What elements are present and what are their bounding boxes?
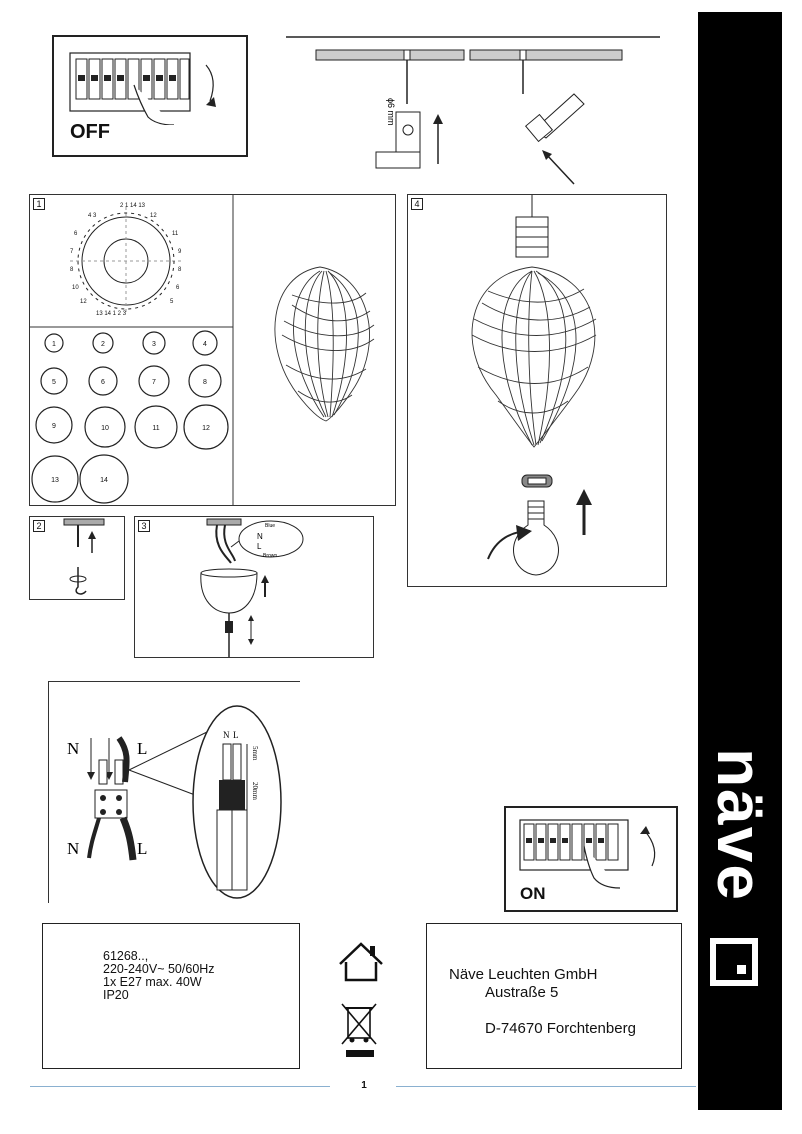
spec-model: 61268.., xyxy=(103,949,149,963)
hook-install-illustration xyxy=(63,518,105,595)
svg-text:13 14 1 2 3: 13 14 1 2 3 xyxy=(96,311,127,317)
svg-text:7: 7 xyxy=(70,249,74,255)
spec-box: 61268.., 220-240V~ 50/60Hz 1x E27 max. 4… xyxy=(42,923,300,1069)
company-street: Austraße 5 xyxy=(485,984,559,1001)
breaker-off-illustration xyxy=(69,52,216,125)
svg-text:5: 5 xyxy=(170,299,174,305)
page-number: 1 xyxy=(361,1080,367,1091)
svg-text:4: 4 xyxy=(203,341,207,348)
svg-text:Blue: Blue xyxy=(265,523,275,529)
svg-text:10: 10 xyxy=(72,285,79,291)
svg-text:5: 5 xyxy=(52,379,56,386)
svg-text:L: L xyxy=(233,730,239,740)
footer-line-right xyxy=(396,1086,696,1087)
svg-text:10: 10 xyxy=(101,425,109,432)
svg-text:5mm: 5mm xyxy=(251,746,259,761)
indoor-use-icon xyxy=(330,932,392,992)
svg-text:3: 3 xyxy=(152,341,156,348)
svg-text:7: 7 xyxy=(152,379,156,386)
spec-voltage: 220-240V~ 50/60Hz xyxy=(103,962,215,976)
on-label: ON xyxy=(520,884,546,903)
svg-text:N: N xyxy=(257,532,263,541)
svg-text:6: 6 xyxy=(74,231,78,237)
svg-text:8: 8 xyxy=(203,379,207,386)
brand-sidebar: näve xyxy=(698,12,782,1110)
spec-ip: IP20 xyxy=(103,988,129,1002)
bulb-installation-illustration xyxy=(471,195,597,576)
company-name: Näve Leuchten GmbH xyxy=(449,966,598,983)
company-city: D-74670 Forchtenberg xyxy=(485,1020,636,1037)
svg-text:12: 12 xyxy=(202,425,210,432)
svg-text:4 3: 4 3 xyxy=(88,213,97,219)
step-3-panel: 3 Blue N L Brown xyxy=(134,516,374,658)
svg-text:11: 11 xyxy=(152,425,159,432)
ceiling-mounting-illustration: ϕ6 mm xyxy=(286,36,660,185)
step-number: 4 xyxy=(411,198,423,210)
svg-text:14: 14 xyxy=(100,477,108,484)
wiring-panel: N L N L N L 5mm 20mm xyxy=(48,681,300,903)
svg-text:12: 12 xyxy=(80,299,87,305)
svg-text:9: 9 xyxy=(178,249,182,255)
brand-logo-text: näve xyxy=(704,748,776,902)
svg-text:20mm: 20mm xyxy=(251,782,259,800)
footer-line-left xyxy=(30,1086,330,1087)
brand-logo-square xyxy=(710,938,758,986)
svg-text:2 1 14 13: 2 1 14 13 xyxy=(120,203,146,209)
brand-logo: näve xyxy=(698,702,782,1002)
off-panel: OFF xyxy=(52,35,248,157)
on-panel: ON xyxy=(504,806,678,912)
step-number: 2 xyxy=(33,520,45,532)
step-number: 1 xyxy=(33,198,45,210)
step-number: 3 xyxy=(138,520,150,532)
svg-text:2: 2 xyxy=(101,341,105,348)
step-4-panel: 4 xyxy=(407,194,667,587)
canopy-wiring-illustration: Blue N L Brown xyxy=(200,518,304,657)
svg-text:12: 12 xyxy=(150,213,157,219)
svg-text:8: 8 xyxy=(178,267,182,273)
svg-text:ϕ6 mm: ϕ6 mm xyxy=(386,98,396,126)
svg-text:11: 11 xyxy=(172,231,179,237)
l-label-top: L xyxy=(137,739,147,758)
company-box: Näve Leuchten GmbH Austraße 5 D-74670 Fo… xyxy=(426,923,682,1069)
svg-text:6: 6 xyxy=(176,285,180,291)
svg-text:N: N xyxy=(223,730,230,740)
svg-text:9: 9 xyxy=(52,423,56,430)
n-label-top: N xyxy=(67,739,79,758)
svg-text:8: 8 xyxy=(70,267,74,273)
svg-text:L: L xyxy=(257,542,262,551)
svg-text:Brown: Brown xyxy=(263,553,277,559)
off-label: OFF xyxy=(70,121,110,143)
svg-text:6: 6 xyxy=(101,379,105,386)
ring-label: 1 xyxy=(52,341,56,348)
wiring-illustration: N L N L N L 5mm 20mm xyxy=(67,705,282,899)
breaker-on-illustration xyxy=(519,819,656,889)
n-label-bottom: N xyxy=(67,839,79,858)
l-label-bottom: L xyxy=(137,839,147,858)
step-2-panel: 2 xyxy=(29,516,125,600)
weee-bin-icon xyxy=(341,1003,377,1057)
spec-bulb: 1x E27 max. 40W xyxy=(103,975,202,989)
svg-text:13: 13 xyxy=(51,477,59,484)
